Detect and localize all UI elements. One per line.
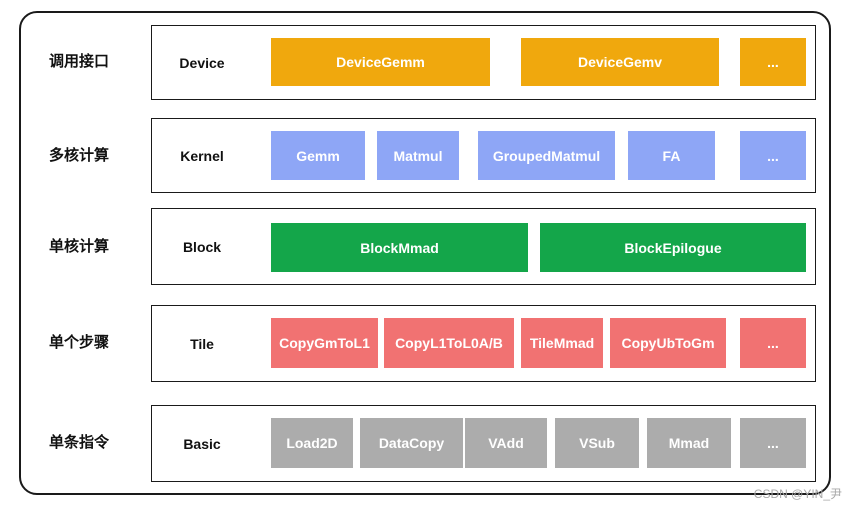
block-tile-more: ...	[740, 318, 806, 368]
watermark: CSDN @YIN_尹	[753, 487, 842, 501]
layer-box-basic: Basic Load2D DataCopy VAdd VSub Mmad ...	[151, 405, 816, 482]
block-tile-mmad: TileMmad	[521, 318, 603, 368]
block-block-epilogue: BlockEpilogue	[540, 223, 806, 272]
level-name-device: Device	[179, 54, 225, 71]
block-basic-more: ...	[740, 418, 806, 468]
block-tile-copy-l1-to-l0ab: CopyL1ToL0A/B	[384, 318, 514, 368]
block-kernel-gemm: Gemm	[271, 131, 365, 180]
layer-label-multicore: 多核计算	[48, 146, 109, 164]
block-block-mmad: BlockMmad	[271, 223, 528, 272]
block-device-gemm: DeviceGemm	[271, 38, 490, 86]
block-kernel-matmul: Matmul	[377, 131, 459, 180]
level-name-block: Block	[182, 238, 222, 255]
layer-box-block: Block BlockMmad BlockEpilogue	[151, 208, 816, 285]
level-name-basic: Basic	[183, 435, 221, 452]
layer-label-interface: 调用接口	[48, 52, 109, 70]
level-name-kernel: Kernel	[180, 147, 224, 164]
layer-box-device: Device DeviceGemm DeviceGemv ...	[151, 25, 816, 100]
block-basic-load2d: Load2D	[271, 418, 353, 468]
block-basic-vadd: VAdd	[465, 418, 547, 468]
block-basic-mmad: Mmad	[647, 418, 731, 468]
layer-box-kernel: Kernel Gemm Matmul GroupedMatmul FA ...	[151, 118, 816, 193]
layer-box-tile: Tile CopyGmToL1 CopyL1ToL0A/B TileMmad C…	[151, 305, 816, 382]
block-device-more: ...	[740, 38, 806, 86]
block-basic-datacopy: DataCopy	[360, 418, 463, 468]
block-device-gemv: DeviceGemv	[521, 38, 719, 86]
block-kernel-more: ...	[740, 131, 806, 180]
block-basic-vsub: VSub	[555, 418, 639, 468]
level-name-tile: Tile	[190, 335, 214, 352]
block-kernel-fa: FA	[628, 131, 715, 180]
layer-label-instruction: 单条指令	[48, 433, 109, 451]
block-tile-copy-gm-to-l1: CopyGmToL1	[271, 318, 378, 368]
layer-label-singlecore: 单核计算	[48, 237, 109, 255]
diagram-frame	[19, 11, 831, 495]
block-kernel-grouped-matmul: GroupedMatmul	[478, 131, 615, 180]
block-tile-copy-ub-to-gm: CopyUbToGm	[610, 318, 726, 368]
layer-label-step: 单个步骤	[48, 333, 109, 351]
